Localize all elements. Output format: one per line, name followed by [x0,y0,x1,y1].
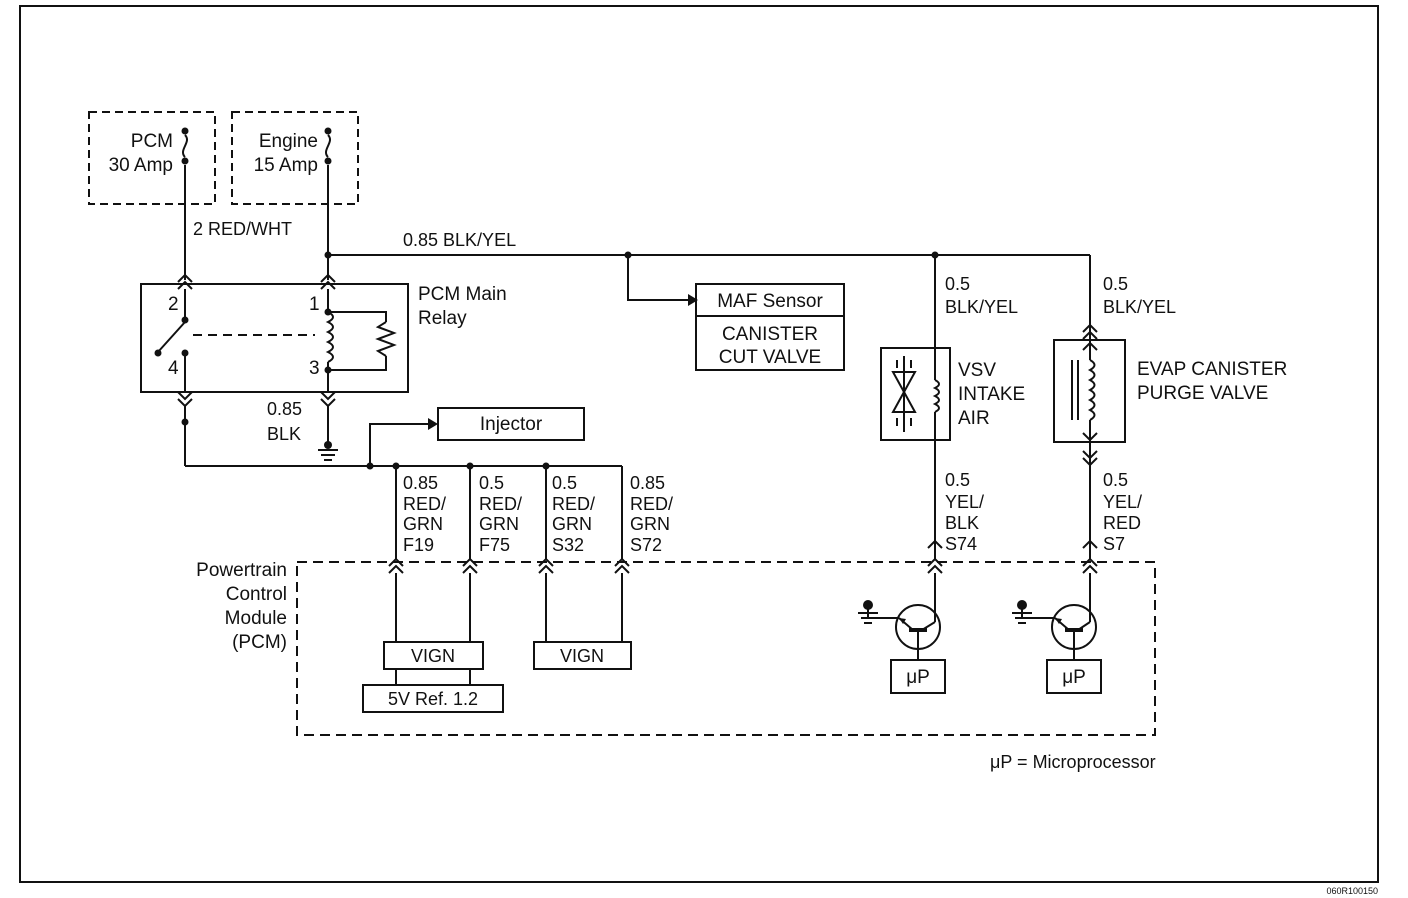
pcm-fuse-label-1: PCM [131,131,173,152]
ref-5v-label: 5V Ref. 1.2 [388,689,478,709]
canister-cut-label-1: CANISTER [722,324,818,345]
pcm-label-4: (PCM) [232,632,287,653]
wire-label-red-wht: 2 RED/WHT [193,219,292,239]
wire-label-vsv-color: BLK/YEL [945,297,1018,317]
s32-line-2: RED/ [552,494,595,514]
wire-label-evap-color: BLK/YEL [1103,297,1176,317]
s7-line-1: 0.5 [1103,470,1128,490]
injector-label: Injector [480,414,543,435]
s7-line-3: RED [1103,513,1141,533]
f19-line-2: RED/ [403,494,446,514]
microprocessor-label-1: μP [906,667,930,688]
ground-symbol-relay [318,449,338,461]
figure-code: 060R100150 [1326,886,1378,896]
pcm-main-relay: PCM Main Relay 2 4 1 3 [140,283,507,393]
pcm-label-1: Powertrain [196,560,287,581]
evap-canister-purge-valve [1053,339,1126,443]
evap-label-2: PURGE VALVE [1137,383,1268,404]
legend-microprocessor: μP = Microprocessor [990,752,1156,772]
s32-line-3: GRN [552,514,592,534]
s72-line-3: GRN [630,514,670,534]
s74-line-3: BLK [945,513,979,533]
relay-pin-4: 4 [168,358,179,379]
wire-label-vsv-size: 0.5 [945,274,970,294]
wire-label-ground-color: BLK [267,424,301,444]
pcm-fuse: PCM 30 Amp [88,111,216,205]
s32-line-4: S32 [552,535,584,555]
evap-label-1: EVAP CANISTER [1137,359,1287,380]
vign-label-2: VIGN [560,646,604,666]
vsv-label-2: INTAKE [958,384,1025,405]
vsv-label-1: VSV [958,360,996,381]
s72-line-2: RED/ [630,494,673,514]
relay-title-1: PCM Main [418,284,507,305]
relay-title-2: Relay [418,308,467,329]
s74-line-4: S74 [945,534,977,554]
maf-sensor-box: MAF Sensor CANISTER CUT VALVE [695,283,845,371]
relay-pin-2: 2 [168,294,179,315]
s32-line-1: 0.5 [552,473,577,493]
wire-label-blk-yel-main: 0.85 BLK/YEL [403,230,516,250]
vign-box-1 [383,641,484,670]
ref-5v-box [362,684,504,713]
maf-sensor-label: MAF Sensor [717,291,823,312]
engine-fuse-label-1: Engine [259,131,318,152]
vsv-intake-air [880,347,951,441]
transistor-driver-s74: μP [858,573,946,694]
relay-pin-1: 1 [309,294,320,315]
pcm-module-boundary [296,561,1156,736]
f75-line-1: 0.5 [479,473,504,493]
f75-line-2: RED/ [479,494,522,514]
s74-line-2: YEL/ [945,492,984,512]
s7-line-2: YEL/ [1103,492,1142,512]
transistor-driver-s7: μP [1012,573,1102,694]
diagram-frame [19,5,1379,883]
relay-pin-3: 3 [309,358,320,379]
f19-line-4: F19 [403,535,434,555]
wire-label-evap-size: 0.5 [1103,274,1128,294]
s72-line-1: 0.85 [630,473,665,493]
s7-line-4: S7 [1103,534,1125,554]
pcm-label-3: Module [225,608,287,629]
pcm-label-2: Control [226,584,287,605]
microprocessor-label-2: μP [1062,667,1086,688]
vign-box-2 [533,641,632,670]
engine-fuse-label-2: 15 Amp [254,155,318,176]
wire-label-ground-size: 0.85 [267,399,302,419]
f19-line-1: 0.85 [403,473,438,493]
pcm-connector-chevrons [388,557,630,574]
vsv-label-3: AIR [958,408,990,429]
f75-line-4: F75 [479,535,510,555]
s74-line-1: 0.5 [945,470,970,490]
pcm-fuse-label-2: 30 Amp [109,155,173,176]
s72-line-4: S72 [630,535,662,555]
f75-line-3: GRN [479,514,519,534]
f19-line-3: GRN [403,514,443,534]
injector-box [437,407,585,441]
vign-label-1: VIGN [411,646,455,666]
engine-fuse: Engine 15 Amp [231,111,359,205]
canister-cut-label-2: CUT VALVE [719,347,821,368]
